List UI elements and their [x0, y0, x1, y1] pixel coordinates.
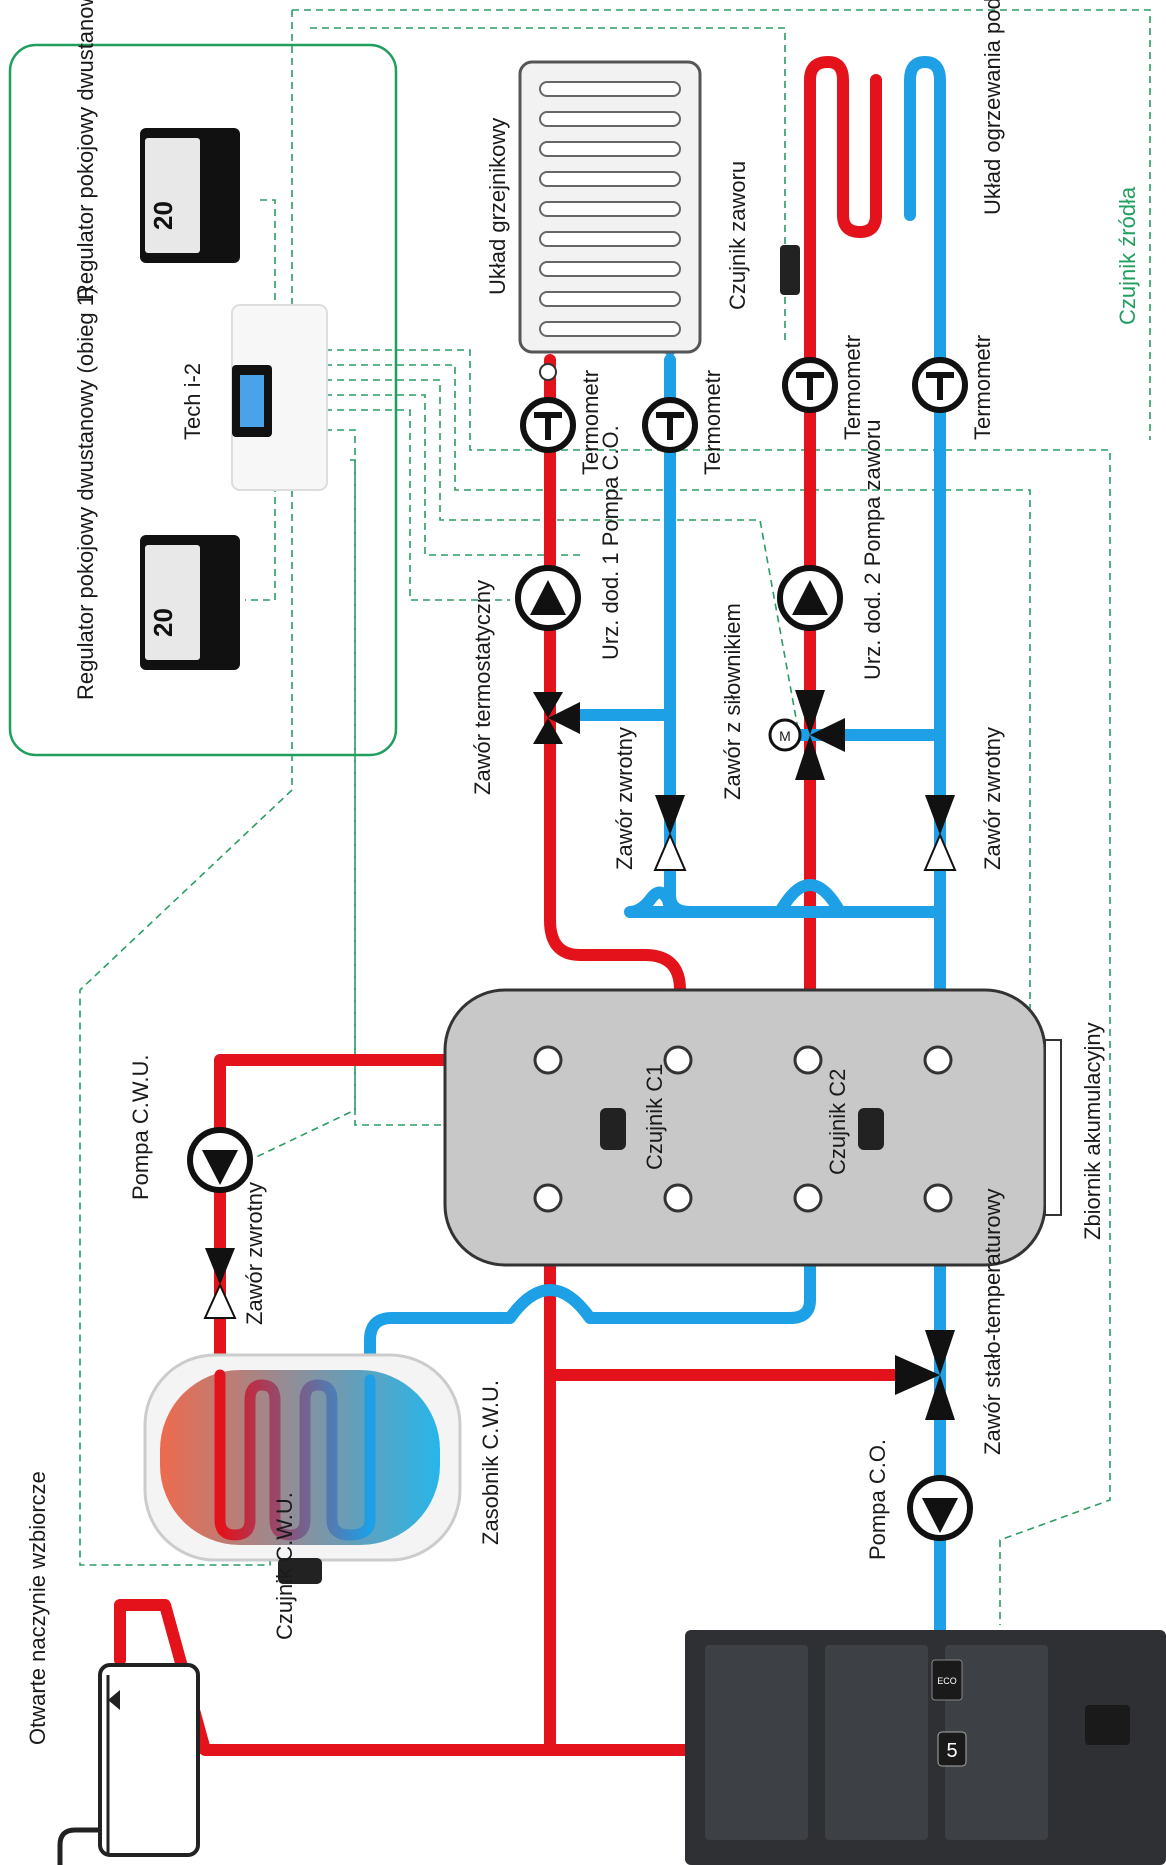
radiator — [518, 60, 702, 381]
label-tech: Tech i-2 — [180, 363, 205, 440]
boiler-class-badge: 5 — [946, 1740, 957, 1762]
label-zawor-zwrotny-2: Zawór zwrotny — [980, 727, 1005, 870]
thermostat-2-display: 20 — [148, 201, 178, 230]
label-reg2: Regulator pokojowy dwustanowy (obieg 2) — [73, 0, 98, 300]
thermometer-icon — [642, 397, 698, 453]
label-zawor-silownik: Zawór z siłownikiem — [720, 603, 745, 800]
buffer-tank — [443, 988, 1062, 1267]
label-termometr-2: Termometr — [700, 370, 725, 475]
label-uklad-podlogowy: Układ ogrzewania podłogowego — [980, 0, 1005, 215]
label-zawor-stalo: Zawór stało-temperaturowy — [980, 1188, 1005, 1455]
label-urz1: Urz. dod. 1 Pompa C.O. — [598, 425, 623, 660]
expansion-vessel — [57, 1663, 200, 1865]
check-valve-icon — [203, 1248, 237, 1319]
label-czujnik-c1: Czujnik C1 — [642, 1064, 667, 1170]
pump-icon — [187, 1127, 253, 1193]
label-czujnik-c2: Czujnik C2 — [825, 1069, 850, 1175]
check-valve-icon — [653, 795, 687, 871]
control-panel-frame — [8, 43, 398, 757]
thermometer-icon — [782, 357, 838, 413]
label-zawor-zwrotny-cwu: Zawór zwrotny — [242, 1182, 267, 1325]
thermometer-icon — [520, 397, 576, 453]
label-reg1: Regulator pokojowy dwustanowy (obieg 1) — [73, 287, 98, 700]
label-zbiornik: Zbiornik akumulacyjny — [1080, 1022, 1105, 1240]
room-thermostat-2: 20 — [140, 128, 240, 263]
label-zawor-termostatyczny: Zawór termostatyczny — [470, 580, 495, 795]
label-czujnik-cwu: Czujnik C.W.U. — [272, 1492, 297, 1640]
valve-sensor-icon — [780, 245, 800, 295]
label-czujnik-zaworu: Czujnik zaworu — [725, 161, 750, 310]
label-zasobnik: Zasobnik C.W.U. — [478, 1380, 503, 1545]
tech-i2-controller — [231, 304, 328, 491]
room-thermostat-1: 20 — [140, 535, 240, 670]
thermostatic-valve-icon — [533, 692, 580, 744]
label-termometr-3: Termometr — [840, 335, 865, 440]
boiler: ECO 5 — [685, 1630, 1166, 1865]
pump-icon — [515, 565, 581, 631]
boiler-eco-label: ECO — [937, 1676, 957, 1686]
label-zawor-zwrotny-1: Zawór zwrotny — [612, 727, 637, 870]
constant-temp-valve-icon — [895, 1330, 955, 1420]
thermometer-icon — [912, 357, 968, 413]
label-urz2: Urz. dod. 2 Pompa zaworu — [860, 420, 885, 680]
label-otwarte: Otwarte naczynie wzbiorcze — [25, 1471, 50, 1745]
label-pompa-co: Pompa C.O. — [865, 1439, 890, 1560]
label-uklad-grzejnikowy: Układ grzejnikowy — [485, 118, 510, 295]
svg-text:M: M — [779, 728, 791, 744]
label-termometr-4: Termometr — [970, 335, 995, 440]
motorized-valve-icon: M — [768, 690, 845, 780]
label-czujnik-zrodla: Czujnik źródła — [1115, 186, 1140, 325]
dhw-cylinder — [143, 1353, 462, 1584]
supply-pipes — [114, 56, 906, 1756]
label-otwarte-text: Otwarte naczynie wzbiorcze — [25, 1471, 50, 1745]
pump-icon — [777, 565, 843, 631]
thermostat-1-display: 20 — [148, 608, 178, 637]
label-termometr-1: Termometr — [578, 370, 603, 475]
pump-icon — [907, 1475, 973, 1541]
label-pompa-cwu: Pompa C.W.U. — [128, 1055, 153, 1200]
check-valve-icon — [923, 795, 957, 871]
